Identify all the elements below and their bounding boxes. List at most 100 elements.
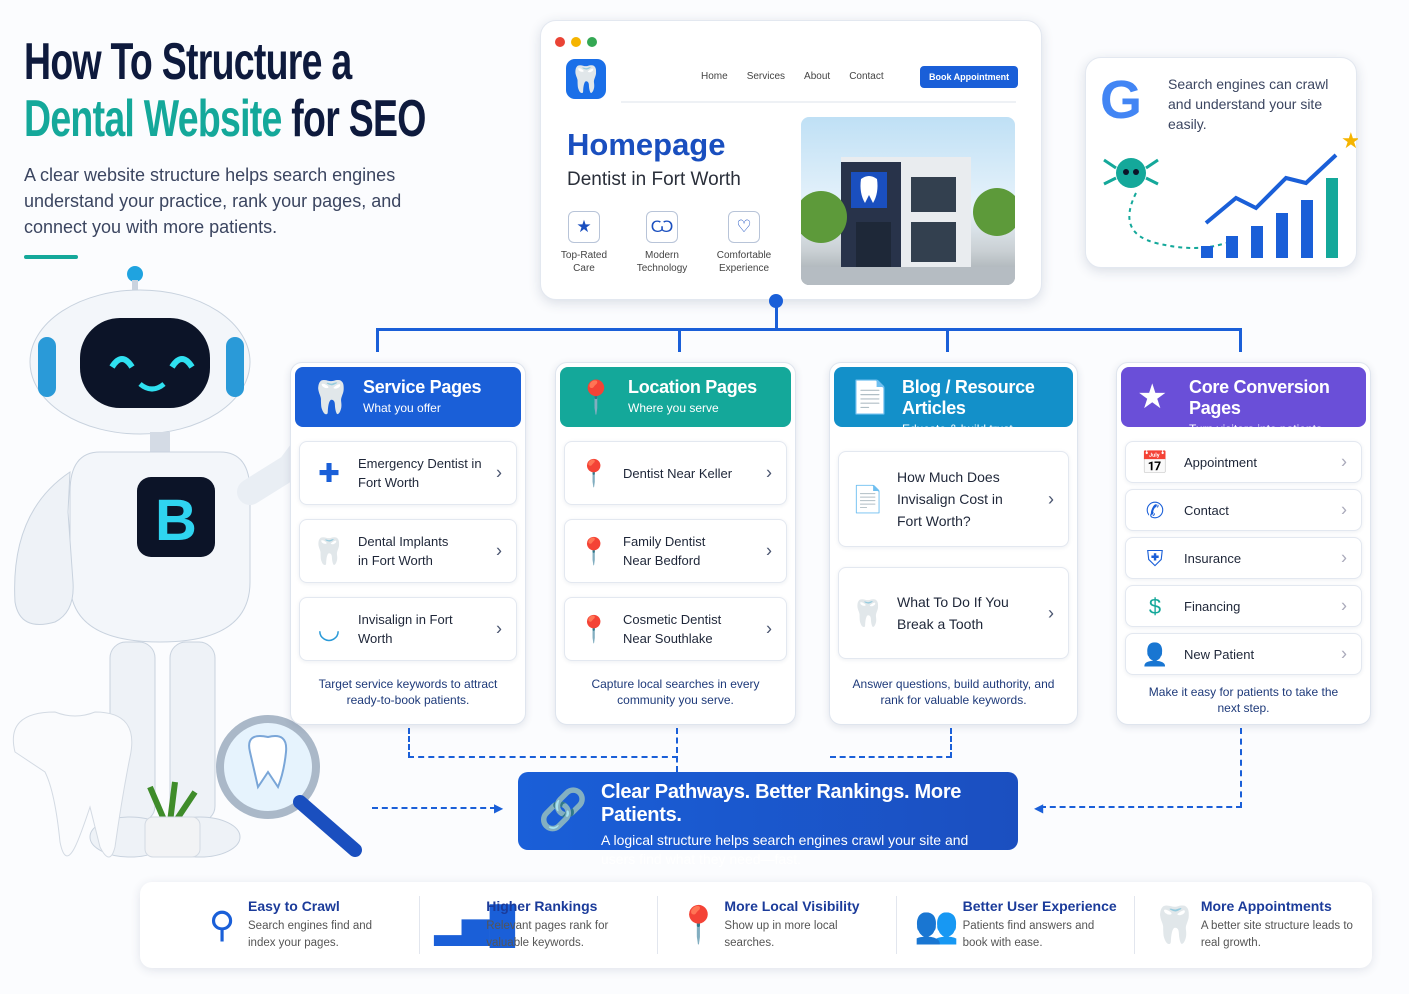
list-item-appointment[interactable]: 📅Appointment› xyxy=(1125,441,1362,483)
chevron-right-icon: › xyxy=(1341,643,1347,664)
dollar-icon: $ xyxy=(1148,593,1162,619)
nav-divider xyxy=(621,101,1016,103)
search-engine-text: Search engines can crawl and understand … xyxy=(1168,76,1329,132)
tooth-icon: 🦷 xyxy=(311,379,351,415)
title-highlight: Dental Website xyxy=(24,90,282,148)
chevron-right-icon: › xyxy=(766,540,772,561)
chevron-right-icon: › xyxy=(1048,489,1054,509)
item-label: Financing xyxy=(1184,598,1241,614)
bar xyxy=(1301,200,1313,258)
link-icon: 🔗 xyxy=(538,788,588,832)
robot-badge: B xyxy=(155,488,197,553)
column-subtitle: What you offer xyxy=(363,401,441,415)
item-label: How Much Does Invisalign Cost in Fort Wo… xyxy=(897,469,1003,529)
star-icon: ★ xyxy=(568,211,600,243)
tooth-icon: 🦷 xyxy=(851,598,885,628)
nav-contact[interactable]: Contact xyxy=(849,71,884,82)
benefit-text: Search engines find and index your pages… xyxy=(248,920,373,949)
list-item[interactable]: 📍Cosmetic Dentist Near Southlake› xyxy=(564,597,787,661)
arrow-right-icon: ▶ xyxy=(494,801,504,815)
users-icon: 👥 xyxy=(914,904,960,945)
nav-services[interactable]: Services xyxy=(746,71,786,82)
article-icon: 📄 xyxy=(851,484,885,514)
item-label: Dental Implants in Fort Worth xyxy=(358,534,449,568)
list-item[interactable]: 📍 Family Dentist Near Bedford › xyxy=(564,519,787,583)
chevron-right-icon: › xyxy=(496,462,502,483)
nav-home[interactable]: Home xyxy=(701,71,728,82)
connector-branch xyxy=(678,328,681,352)
service-pages-header: 🦷 Service Pages What you offer xyxy=(295,367,521,427)
document-icon: 📄 xyxy=(850,379,890,415)
item-label: New Patient xyxy=(1184,646,1255,662)
connector-node xyxy=(769,294,783,308)
benefit-text: Show up in more local searches. xyxy=(724,920,838,949)
list-item[interactable]: 🦷What To Do If You Break a Tooth› xyxy=(838,567,1069,659)
aligner-icon: ◡ xyxy=(317,613,341,644)
feature-comfortable: ♡Comfortable Experience xyxy=(709,211,779,275)
chevron-right-icon: › xyxy=(496,540,502,561)
chevron-right-icon: › xyxy=(1341,547,1347,568)
map-pin-icon: 📍 xyxy=(576,379,616,415)
chevron-right-icon: › xyxy=(1341,451,1347,472)
chevron-right-icon: › xyxy=(1048,603,1054,623)
benefit-title: Better User Experience xyxy=(962,898,1117,914)
banner-title: Clear Pathways. Better Rankings. More Pa… xyxy=(601,781,962,826)
arrow-left-icon: ◀ xyxy=(1034,801,1044,815)
calendar-icon: 📅 xyxy=(1141,449,1169,475)
crawler-bug-icon xyxy=(1116,158,1146,188)
maximize-dot xyxy=(587,37,597,47)
map-pin-icon: 📍 xyxy=(675,904,721,945)
benefit-title: More Local Visibility xyxy=(724,898,860,914)
user-icon: 👤 xyxy=(1141,641,1169,667)
connector-trunk xyxy=(775,300,778,330)
minimize-dot xyxy=(571,37,581,47)
dashed-connector xyxy=(830,728,952,758)
dashed-connector xyxy=(1040,728,1242,808)
item-label: Invisalign in Fort Worth xyxy=(358,612,453,646)
site-nav: Home Services About Contact xyxy=(701,71,884,82)
close-dot xyxy=(555,37,565,47)
tooth-icon: 🦷 xyxy=(1152,904,1198,945)
conversion-pages-column: ★ Core Conversion Pages Turn visitors in… xyxy=(1116,362,1371,725)
bar xyxy=(1251,226,1263,258)
list-item[interactable]: ◡ Invisalign in Fort Worth › xyxy=(299,597,517,661)
window-controls xyxy=(555,34,603,52)
list-item-contact[interactable]: ✆Contact› xyxy=(1125,489,1362,531)
shield-icon: ⛨ xyxy=(1146,545,1164,571)
item-label: Family Dentist Near Bedford xyxy=(623,534,706,568)
column-footer: Target service keywords to attract ready… xyxy=(318,677,498,707)
column-footer: Answer questions, build authority, and r… xyxy=(852,677,1055,707)
bar xyxy=(1226,236,1238,258)
book-appointment-button[interactable]: Book Appointment xyxy=(920,66,1019,88)
nav-about[interactable]: About xyxy=(804,71,831,82)
location-pages-column: 📍 Location Pages Where you serve 📍Dentis… xyxy=(555,362,796,725)
dashed-arrow-left xyxy=(372,807,496,809)
list-item[interactable]: 📄 How Much Does Invisalign Cost in Fort W… xyxy=(838,451,1069,547)
list-item-new-patient[interactable]: 👤 New Patient › xyxy=(1125,633,1362,675)
list-item[interactable]: 🦷 Dental Implants in Fort Worth › xyxy=(299,519,517,583)
subtitle: A clear website structure helps search e… xyxy=(24,165,402,237)
list-item-financing[interactable]: $Financing› xyxy=(1125,585,1362,627)
star-icon: ★ xyxy=(1341,128,1358,153)
blog-articles-header: 📄 Blog / Resource Articles Educate & bui… xyxy=(834,367,1073,436)
list-item[interactable]: 📍Dentist Near Keller› xyxy=(564,441,787,505)
title-rest: for SEO xyxy=(291,90,426,148)
title-underline xyxy=(24,255,78,259)
feature-label: Top-Rated Care xyxy=(560,250,608,274)
chevron-right-icon: › xyxy=(496,618,502,639)
map-icon: 📍 xyxy=(577,613,611,644)
benefit-text: A better site structure leads to real gr… xyxy=(1200,920,1353,949)
map-icon: 📍 xyxy=(577,535,611,566)
implant-icon: 🦷 xyxy=(312,535,346,566)
banner-text: A logical structure helps search engines… xyxy=(601,832,969,867)
column-footer: Make it easy for patients to take the ne… xyxy=(1148,685,1339,715)
list-item-insurance[interactable]: ⛨Insurance› xyxy=(1125,537,1362,579)
list-item[interactable]: ✚Emergency Dentist in Fort Worth› xyxy=(299,441,517,505)
homepage-card: 🦷 Home Services About Contact Book Appoi… xyxy=(540,20,1042,300)
column-subtitle: Educate & build trust xyxy=(902,422,1013,436)
